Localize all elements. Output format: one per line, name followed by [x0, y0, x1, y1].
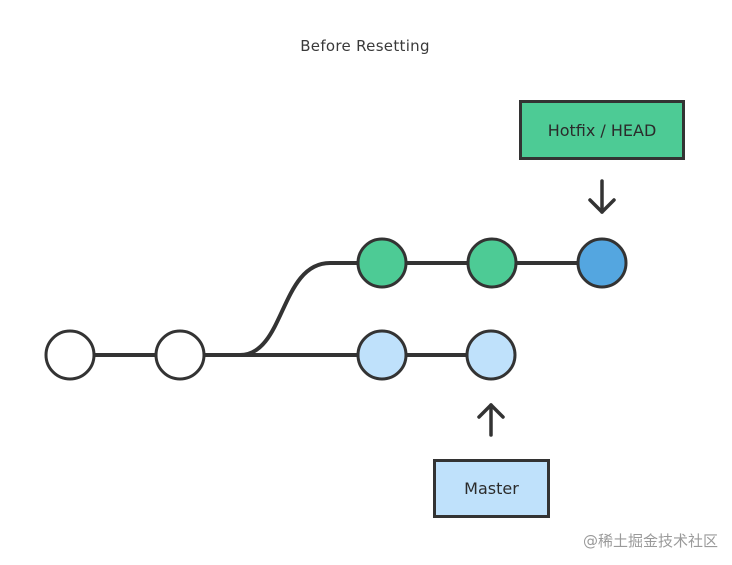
- master-label: Master: [433, 459, 550, 518]
- line-branch-curve: [239, 261, 382, 357]
- hotfix-head-label: Hotfix / HEAD: [519, 100, 685, 160]
- commit-node-master-2: [465, 329, 517, 381]
- arrow-up-icon: [477, 403, 505, 437]
- commit-node-hotfix-1: [356, 237, 408, 289]
- commit-node-master-1: [356, 329, 408, 381]
- diagram-title: Before Resetting: [300, 37, 430, 55]
- commit-node-2: [154, 329, 206, 381]
- commit-node-hotfix-2: [466, 237, 518, 289]
- commit-node-head: [576, 237, 628, 289]
- hotfix-head-label-text: Hotfix / HEAD: [547, 120, 657, 140]
- commit-node-1: [44, 329, 96, 381]
- arrow-down-icon: [588, 179, 616, 214]
- master-label-text: Master: [464, 479, 519, 498]
- watermark: @稀土掘金技术社区: [582, 532, 718, 550]
